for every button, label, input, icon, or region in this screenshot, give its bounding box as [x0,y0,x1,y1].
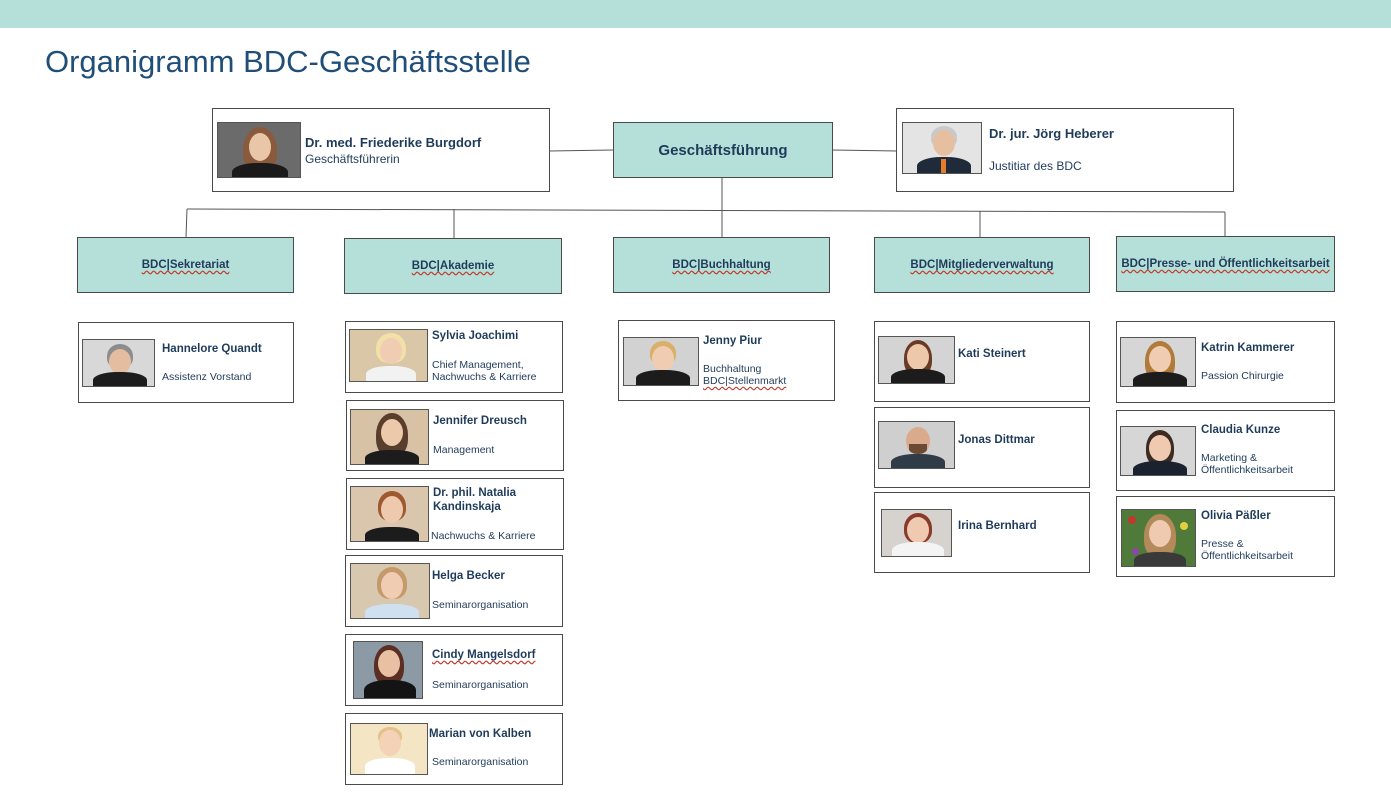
person-role: Geschäftsführerin [305,152,400,166]
person-role: Chief Management, Nachwuchs & Karriere [432,359,537,383]
page-title: Organigramm BDC-Geschäftsstelle [45,44,531,79]
person-name: Dr. phil. Natalia Kandinskaja [433,487,517,513]
portrait-photo [350,486,429,542]
person-role: Seminarorganisation [432,756,529,768]
dept-presse: BDC|Presse- und Öffentlichkeitsarbeit [1116,236,1335,292]
person-card: Claudia Kunze Marketing & Öffentlichkeit… [1116,410,1335,491]
person-role: Assistenz Vorstand [162,371,252,383]
person-name: Katrin Kammerer [1201,342,1295,354]
manager-card-left: Dr. med. Friederike Burgdorf Geschäftsfü… [212,108,550,192]
person-card: Cindy Mangelsdorf Seminarorganisation [345,634,563,706]
person-role: Seminarorganisation [432,679,529,691]
person-card: Kati Steinert [874,321,1090,402]
person-card: Helga Becker Seminarorganisation [345,555,563,627]
portrait-photo [350,723,428,775]
portrait-photo [878,421,955,469]
person-card: Katrin Kammerer Passion Chirurgie [1116,321,1335,403]
dept-akademie: BDC|Akademie [344,238,562,294]
person-name: Jennifer Dreusch [433,415,527,427]
person-role: Marketing & Öffentlichkeitsarbeit [1201,452,1294,476]
person-role: Buchhaltung [703,363,762,375]
person-role: Nachwuchs & Karriere [431,530,536,542]
portrait-photo [881,509,952,557]
person-card: Jennifer Dreusch Management [346,400,564,471]
person-name: Irina Bernhard [958,520,1037,532]
person-name: Cindy Mangelsdorf [432,649,536,661]
person-name: Helga Becker [432,570,505,582]
portrait-photo [1120,426,1196,476]
person-card: Marian von Kalben Seminarorganisation [345,713,563,785]
person-name: Dr. jur. Jörg Heberer [989,126,1114,141]
person-name: Sylvia Joachimi [432,330,519,342]
person-role: Passion Chirurgie [1201,370,1284,382]
person-card: Jonas Dittmar [874,407,1090,488]
dept-buchhaltung: BDC|Buchhaltung [613,237,830,293]
person-role: Management [433,444,495,456]
person-name: Claudia Kunze [1201,424,1281,436]
person-card: Dr. phil. Natalia Kandinskaja Nachwuchs … [346,478,564,550]
person-role: Presse & Öffentlichkeitsarbeit [1201,538,1294,562]
portrait-photo [217,122,301,178]
dept-sekretariat: BDC|Sekretariat [77,237,294,293]
portrait-photo [350,563,430,619]
portrait-photo [1121,509,1196,567]
person-role-secondary: BDC|Stellenmarkt [703,375,787,387]
person-card: Hannelore Quandt Assistenz Vorstand [78,322,294,403]
person-card: Olivia Päßler Presse & Öffentlichkeitsar… [1116,496,1335,577]
portrait-photo [1120,337,1196,387]
portrait-photo [82,339,155,387]
dept-mitgliederverwaltung: BDC|Mitgliederverwaltung [874,237,1090,293]
person-role: Justitiar des BDC [989,159,1082,173]
manager-card-right: Dr. jur. Jörg Heberer Justitiar des BDC [896,108,1234,192]
person-name: Olivia Päßler [1201,510,1271,522]
portrait-photo [878,336,955,384]
portrait-photo [902,122,982,174]
portrait-photo [350,409,429,465]
portrait-photo [353,641,423,699]
person-name: Dr. med. Friederike Burgdorf [305,135,482,150]
person-name: Hannelore Quandt [162,343,262,355]
person-role: Seminarorganisation [432,599,529,611]
person-name: Jonas Dittmar [958,434,1035,446]
portrait-photo [623,337,699,386]
top-banner [0,0,1391,28]
management-node: Geschäftsführung [613,122,833,178]
person-card: Irina Bernhard [874,492,1090,573]
person-card: Sylvia Joachimi Chief Management, Nachwu… [345,321,563,393]
person-card: Jenny Piur Buchhaltung BDC|Stellenmarkt [618,320,835,401]
portrait-photo [349,329,428,382]
person-name: Kati Steinert [958,348,1026,360]
person-name: Jenny Piur [703,335,762,347]
person-name: Marian von Kalben [429,728,532,740]
